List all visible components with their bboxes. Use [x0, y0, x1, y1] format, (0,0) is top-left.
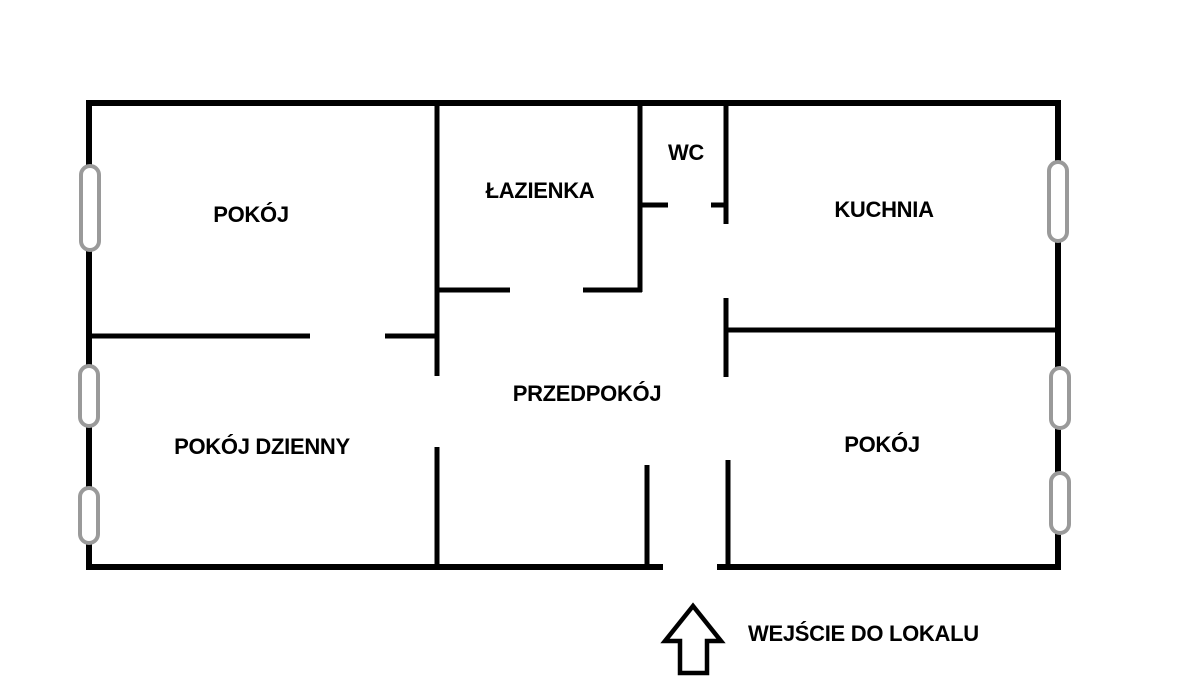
interior-walls — [89, 103, 1058, 569]
entrance-label: WEJŚCIE DO LOKALU — [748, 621, 979, 646]
windows — [78, 160, 1071, 545]
window-kuchnia — [1047, 160, 1069, 243]
window-pokoj-dzienny-upper — [78, 364, 100, 428]
window-pokoj-dzienny-lower — [78, 486, 100, 545]
entrance-arrow-up-icon — [660, 602, 726, 676]
room-label-pokoj-bottom-right: POKÓJ — [844, 432, 920, 457]
room-label-pokoj-dzienny: POKÓJ DZIENNY — [174, 434, 350, 459]
window-pokoj-top-left — [79, 164, 101, 252]
room-label-kuchnia: KUCHNIA — [834, 197, 934, 222]
window-pokoj-bottom-right-upper — [1049, 366, 1071, 430]
room-label-przedpokoj: PRZEDPOKÓJ — [512, 381, 662, 406]
room-label-wc: WC — [667, 140, 705, 165]
window-pokoj-bottom-right-lower — [1049, 471, 1071, 535]
room-label-pokoj-top-left: POKÓJ — [213, 202, 289, 227]
room-label-lazienka: ŁAZIENKA — [485, 178, 595, 203]
